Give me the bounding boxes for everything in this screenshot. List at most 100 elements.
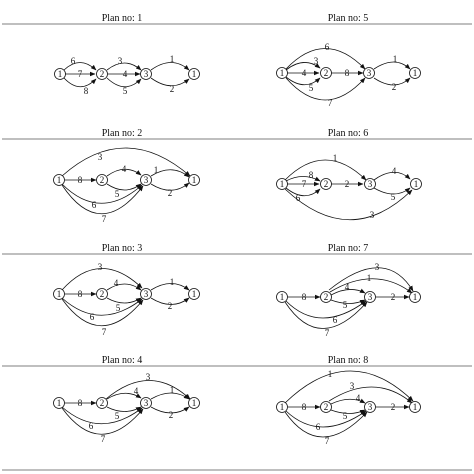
node-label: 2 (324, 179, 329, 189)
edge-2-3-bottom (106, 406, 142, 412)
node-circle (364, 291, 376, 303)
node-label: 2 (324, 402, 329, 412)
edge-2-3-top (106, 392, 142, 400)
edge-label: 3 (118, 56, 123, 66)
edge-1-3-bottom (285, 77, 366, 101)
edge-1-4 (284, 370, 414, 404)
node-circle (140, 68, 152, 80)
plan-title: Plan no: 4 (102, 355, 143, 366)
edge-1-3-a (61, 297, 143, 316)
node-label: 2 (100, 398, 105, 408)
node-circle (96, 397, 108, 409)
edge-label: 7 (78, 69, 83, 79)
edge-2-3-bottom (106, 297, 142, 304)
edge-label: 5 (116, 303, 121, 313)
edge-3-4-top (373, 171, 411, 181)
edge-3-4-bottom (150, 77, 190, 87)
plan-title: Plan no: 2 (102, 128, 143, 139)
edge-label: 6 (333, 315, 338, 325)
plan-panel-7: Plan no: 7 3 1 8 4 5 2 6 7 1 2 3 1 (276, 243, 421, 338)
edge-3-4-bottom (150, 297, 190, 305)
edge-1-3-top (285, 48, 366, 70)
edge-label: 4 (134, 386, 139, 396)
edge-1-2-top (285, 62, 321, 71)
node-circle (364, 401, 376, 413)
edge-label: 2 (391, 292, 396, 302)
node-label: 2 (324, 68, 329, 78)
edge-label: 6 (89, 421, 94, 431)
edge-label: 6 (71, 56, 76, 66)
edge-1-3-b (284, 301, 368, 329)
edge-2-4 (328, 386, 413, 404)
edge-1-3-a (285, 410, 367, 428)
edge-label: 5 (343, 411, 348, 421)
edge-label: 1 (170, 54, 175, 64)
node-label: 3 (368, 292, 373, 302)
edge-3-4-top (150, 62, 190, 71)
node-label: 2 (100, 69, 105, 79)
node-circle (53, 397, 65, 409)
edge-label: 7 (102, 327, 107, 337)
node-circle (320, 291, 332, 303)
edge-1-3-b (284, 411, 368, 438)
plan-panel-8: Plan no: 8 1 3 8 4 5 2 6 7 1 2 3 1 (276, 355, 421, 446)
edge-3-4-top (150, 169, 190, 178)
edge-1-3-b (61, 298, 144, 326)
node-circle (188, 288, 200, 300)
edge-2-3-bottom (330, 299, 366, 305)
node-circle (96, 174, 108, 186)
plan-panel-4: Plan no: 4 3 8 4 5 1 2 6 7 1 2 3 1 (53, 355, 200, 444)
node-circle (188, 174, 200, 186)
edge-label: 8 (78, 398, 83, 408)
edge-label: 2 (168, 188, 173, 198)
edge-1-3 (284, 159, 367, 181)
node-circle (53, 174, 65, 186)
edge-label: 1 (328, 369, 333, 379)
edge-label: 8 (302, 292, 307, 302)
edge-1-2-top (63, 62, 97, 71)
node-circle (54, 68, 66, 80)
edge-label: 3 (375, 262, 380, 272)
edge-label: 5 (115, 411, 120, 421)
edge-label: 1 (367, 273, 372, 283)
edge-label: 3 (98, 152, 103, 162)
node-circle (320, 401, 332, 413)
node-label: 1 (413, 68, 418, 78)
edge-2-3-bottom (106, 77, 142, 88)
node-label: 1 (57, 398, 62, 408)
node-label: 2 (100, 289, 105, 299)
plan-title: Plan no: 5 (328, 13, 369, 24)
edge-label: 6 (90, 312, 95, 322)
plan-panel-3: Plan no: 3 3 8 4 5 6 7 1 2 1 2 3 1 (53, 243, 200, 337)
node-circle (53, 288, 65, 300)
edge-1-3-a (61, 183, 143, 204)
node-label: 1 (192, 398, 197, 408)
edge-label: 1 (154, 165, 159, 175)
edge-2-3-top (330, 398, 366, 405)
node-label: 1 (414, 179, 419, 189)
edge-2-3-top (106, 283, 142, 291)
node-circle (188, 397, 200, 409)
edge-label: 6 (316, 422, 321, 432)
node-label: 1 (58, 69, 63, 79)
edge-label: 7 (101, 434, 106, 444)
node-circle (320, 178, 332, 190)
edge-1-2-bottom (285, 187, 321, 197)
plan-title: Plan no: 1 (102, 13, 143, 24)
edge-label: 7 (325, 328, 330, 338)
edge-1-3-b (61, 407, 144, 435)
edge-label: 4 (392, 166, 397, 176)
node-label: 1 (192, 289, 197, 299)
node-circle (363, 67, 375, 79)
node-circle (409, 67, 421, 79)
plan-title: Plan no: 7 (328, 243, 369, 254)
node-label: 1 (280, 292, 285, 302)
node-label: 3 (144, 69, 149, 79)
plan-title: Plan no: 8 (328, 355, 369, 366)
plan-panel-2: Plan no: 2 3 8 4 5 6 7 1 2 1 2 3 1 (53, 128, 200, 224)
node-label: 3 (367, 68, 372, 78)
edge-1-2-top (285, 176, 321, 182)
plan-title: Plan no: 3 (102, 243, 143, 254)
edge-3-4-bottom (150, 182, 190, 191)
node-label: 1 (192, 175, 197, 185)
